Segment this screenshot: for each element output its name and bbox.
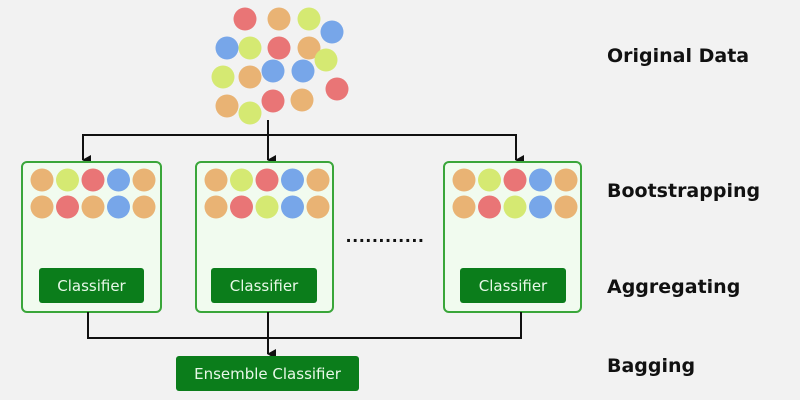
sample-point-red bbox=[503, 168, 527, 192]
sample-point-orange bbox=[306, 168, 330, 192]
stage-label-aggregating: Aggregating bbox=[607, 276, 740, 298]
sample-point-orange bbox=[554, 168, 578, 192]
sample-point-blue bbox=[281, 195, 304, 219]
data-point-red bbox=[267, 36, 291, 60]
classifier-button-bg bbox=[460, 268, 566, 303]
data-point-blue bbox=[291, 59, 315, 83]
sample-point-red bbox=[478, 195, 501, 219]
bootstrap-samples: Classifier Classifier Classifier bbox=[21, 161, 582, 313]
data-point-orange bbox=[238, 65, 262, 89]
data-point-blue bbox=[215, 36, 239, 60]
sample-point-orange bbox=[306, 195, 330, 219]
sample-point-orange bbox=[30, 168, 54, 192]
sample-point-orange bbox=[132, 195, 156, 219]
classifier-button[interactable]: Classifier bbox=[460, 268, 566, 303]
sample-point-orange bbox=[81, 195, 105, 219]
sample-point-green bbox=[56, 168, 79, 192]
data-point-red bbox=[233, 7, 257, 31]
sample-point-green bbox=[503, 195, 527, 219]
ensemble-classifier-bg bbox=[176, 356, 359, 391]
stage-label-bagging: Bagging bbox=[607, 355, 695, 377]
stage-label-bootstrapping: Bootstrapping bbox=[607, 180, 760, 202]
bootstrap-sample-1: Classifier bbox=[21, 161, 162, 313]
classifier-button[interactable]: Classifier bbox=[39, 268, 144, 303]
sample-point-green bbox=[230, 168, 253, 192]
data-point-green bbox=[238, 101, 262, 125]
stage-label-original-data: Original Data bbox=[607, 45, 749, 67]
classifier-button-bg bbox=[211, 268, 317, 303]
classifier-label: Classifier bbox=[479, 277, 548, 295]
ensemble-classifier-button[interactable]: Ensemble Classifier bbox=[176, 356, 359, 391]
data-point-orange bbox=[267, 7, 291, 31]
bootstrap-sample-3: Classifier bbox=[443, 161, 582, 313]
classifier-label: Classifier bbox=[57, 277, 126, 295]
data-point-orange bbox=[297, 36, 321, 60]
sample-point-orange bbox=[452, 195, 476, 219]
data-point-blue bbox=[320, 20, 344, 44]
sample-point-red bbox=[81, 168, 105, 192]
sample-point-blue bbox=[529, 168, 552, 192]
data-point-red bbox=[325, 77, 349, 101]
sample-point-blue bbox=[281, 168, 304, 192]
classifier-label: Classifier bbox=[230, 277, 299, 295]
aggregate-connectors bbox=[87, 312, 522, 359]
sample-point-orange bbox=[204, 195, 228, 219]
sample-point-orange bbox=[132, 168, 156, 192]
classifier-button-bg bbox=[39, 268, 144, 303]
bootstrap-sample-2: Classifier bbox=[195, 161, 334, 313]
data-point-orange bbox=[290, 88, 314, 112]
sample-point-orange bbox=[204, 168, 228, 192]
classifier-button[interactable]: Classifier bbox=[211, 268, 317, 303]
split-connectors bbox=[82, 120, 524, 165]
sample-point-orange bbox=[452, 168, 476, 192]
data-point-green bbox=[238, 36, 262, 60]
data-point-red bbox=[261, 89, 285, 113]
sample-point-orange bbox=[30, 195, 54, 219]
sample-point-green bbox=[255, 195, 279, 219]
ensemble-classifier-label: Ensemble Classifier bbox=[194, 365, 342, 383]
sample-point-red bbox=[255, 168, 279, 192]
sample-point-green bbox=[478, 168, 501, 192]
original-data-cluster bbox=[211, 7, 349, 125]
data-point-green bbox=[314, 48, 338, 72]
data-point-blue bbox=[261, 59, 285, 83]
data-point-orange bbox=[215, 94, 239, 118]
sample-point-orange bbox=[554, 195, 578, 219]
ellipsis-more-samples: ............ bbox=[346, 227, 425, 246]
sample-point-red bbox=[230, 195, 253, 219]
sample-point-blue bbox=[107, 168, 130, 192]
sample-point-blue bbox=[107, 195, 130, 219]
sample-point-blue bbox=[529, 195, 552, 219]
data-point-green bbox=[297, 7, 321, 31]
sample-point-red bbox=[56, 195, 79, 219]
data-point-green bbox=[211, 65, 235, 89]
